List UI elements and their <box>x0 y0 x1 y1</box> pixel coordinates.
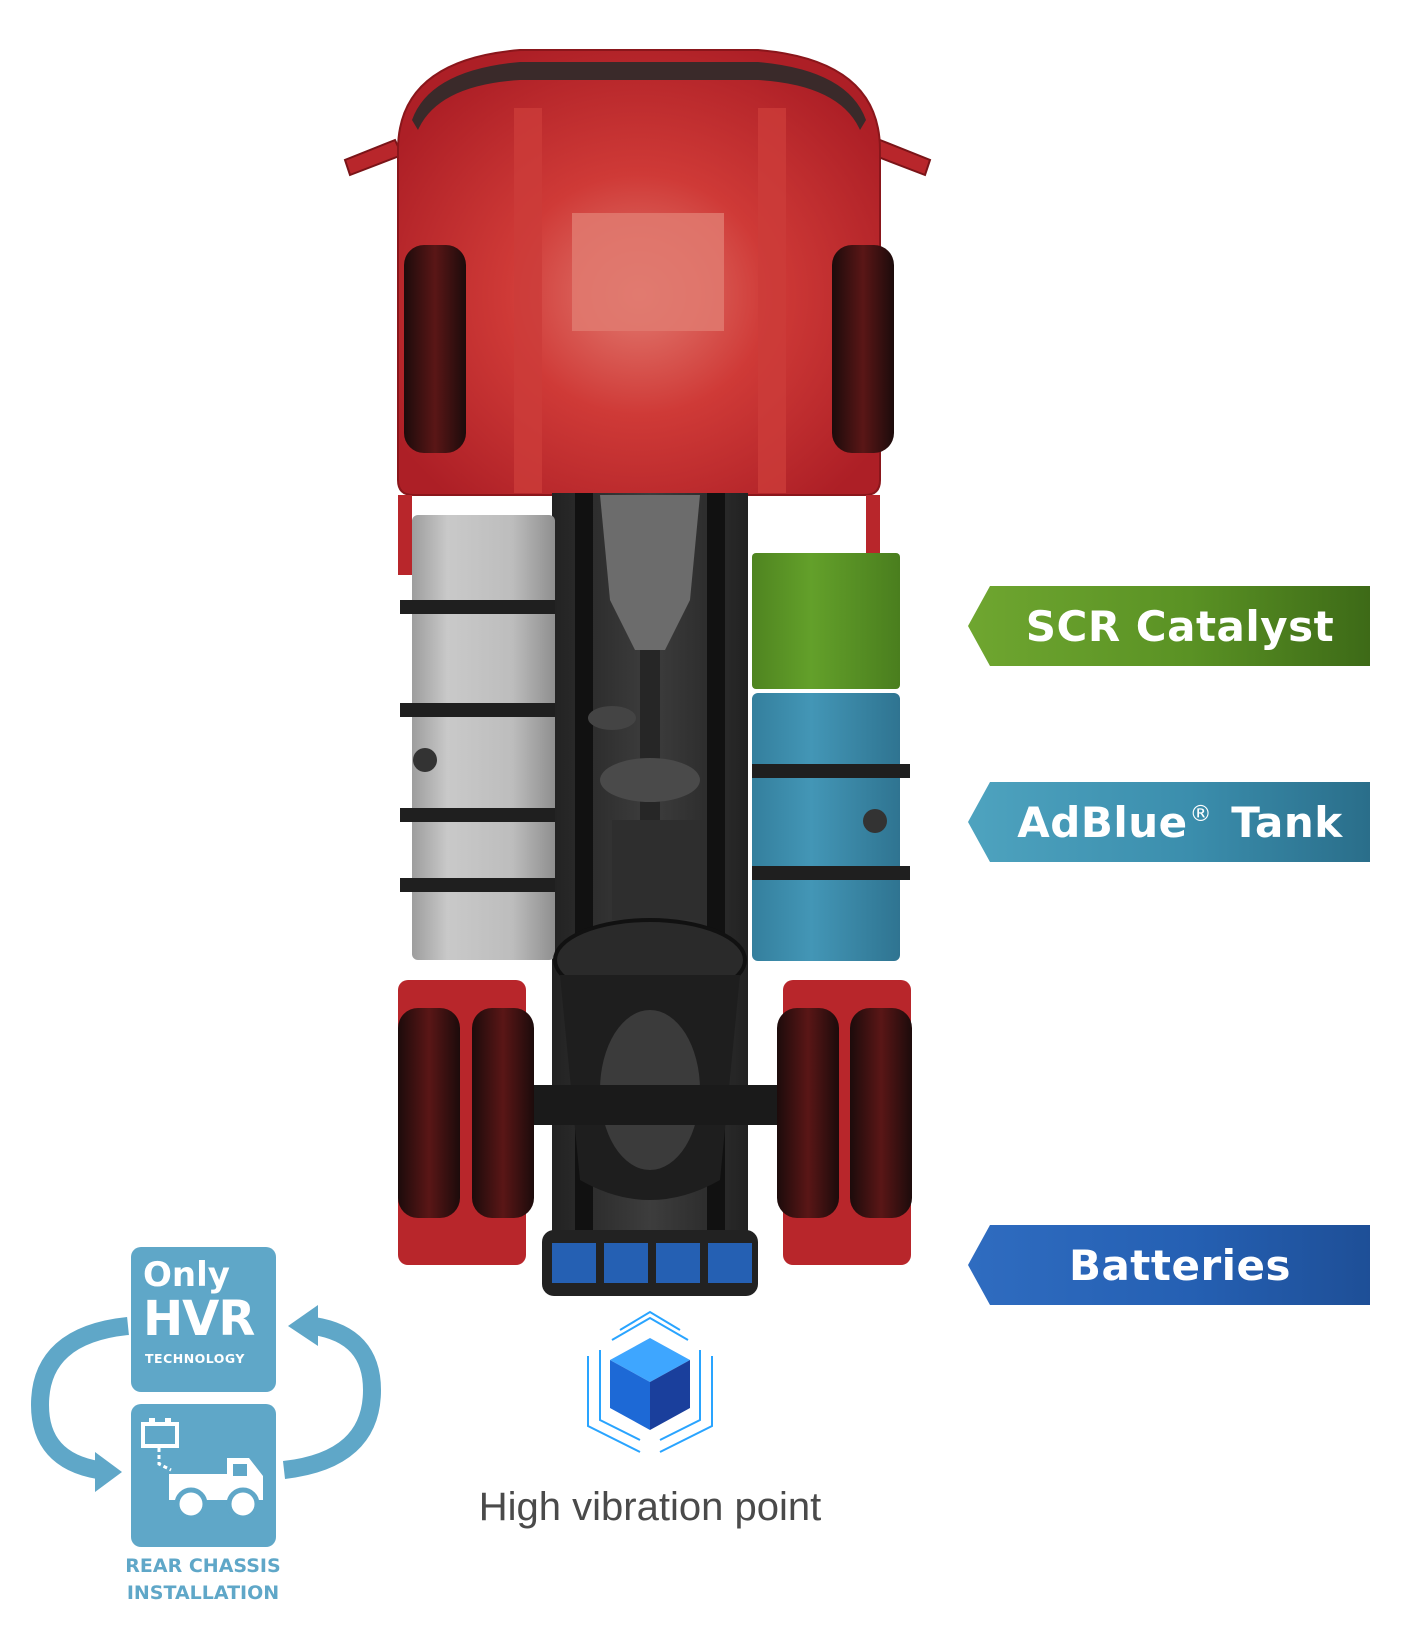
cab-stripe-left <box>514 108 542 493</box>
front-wheel-left <box>404 245 466 453</box>
rear-wheel-right-inner <box>850 1008 912 1218</box>
scr-catalyst-box <box>752 553 900 689</box>
rear-wheel-right-outer <box>777 1008 839 1218</box>
front-wheel-right <box>832 245 894 453</box>
fuel-tank-strap-1 <box>400 600 555 614</box>
fuel-cap <box>413 748 437 772</box>
driveshaft-block <box>612 820 702 920</box>
rear-axle <box>520 1085 790 1125</box>
vibration-wave <box>587 1356 641 1453</box>
vibration-wave <box>659 1350 701 1441</box>
windscreen <box>412 62 866 130</box>
adblue-tank-box <box>752 693 900 961</box>
cycle-arrows-icon <box>30 1305 382 1492</box>
rear-wheel-left-outer <box>398 1008 460 1218</box>
adblue-strap-1 <box>752 764 910 778</box>
rear-chassis-badge <box>131 1404 276 1547</box>
cube-left <box>610 1360 650 1430</box>
rear-caption-line2: INSTALLATION <box>126 1582 280 1604</box>
left-mirror <box>343 138 404 177</box>
vibration-wave <box>599 1350 641 1441</box>
vibration-wave <box>619 1310 681 1331</box>
fuel-tank <box>412 515 555 960</box>
cube-icon <box>587 1310 713 1453</box>
battery-cell-4 <box>708 1243 752 1283</box>
vibration-wave <box>659 1356 713 1453</box>
driveshaft-joint-2 <box>600 758 700 802</box>
adblue-tank-label: AdBlue® Tank <box>968 782 1370 862</box>
rear-caption-line1: REAR CHASSIS <box>125 1555 281 1577</box>
badge-hvr-text: HVR <box>143 1291 255 1347</box>
rear-wheel-left-inner <box>472 1008 534 1218</box>
fuel-tank-strap-2 <box>400 703 555 717</box>
batteries-label: Batteries <box>968 1225 1370 1305</box>
fuel-tank-strap-4 <box>400 878 555 892</box>
tank-word: Tank <box>1216 797 1343 847</box>
adblue-cap <box>863 809 887 833</box>
truck-icon <box>141 1418 263 1521</box>
battery-cell-2 <box>604 1243 648 1283</box>
badge-technology-text: TECHNOLOGY <box>145 1351 245 1366</box>
chassis-side-left <box>398 495 412 575</box>
cube-right <box>650 1360 690 1430</box>
battery-cell-1 <box>552 1243 596 1283</box>
rear-chassis-caption: REAR CHASSIS INSTALLATION <box>108 1553 298 1607</box>
roof-hatch <box>572 213 724 331</box>
vibration-wave <box>611 1316 689 1341</box>
adblue-strap-2 <box>752 866 910 880</box>
adblue-tank-text: AdBlue® Tank <box>995 798 1342 847</box>
battery-cell-3 <box>656 1243 700 1283</box>
scr-catalyst-label: SCR Catalyst <box>968 586 1370 666</box>
driveshaft-joint-1 <box>588 706 636 730</box>
batteries-text: Batteries <box>1068 1240 1292 1290</box>
fuel-tank-strap-3 <box>400 808 555 822</box>
registered-mark: ® <box>1189 801 1213 827</box>
right-mirror <box>871 138 932 177</box>
scr-catalyst-text: SCR Catalyst <box>1025 601 1335 651</box>
hvr-technology-badge: Only HVR TECHNOLOGY <box>131 1247 276 1392</box>
cab-stripe-right <box>758 108 786 493</box>
high-vibration-caption: High vibration point <box>478 1485 822 1529</box>
adblue-word: AdBlue <box>1017 797 1188 847</box>
badge-only-text: Only <box>143 1255 230 1295</box>
transmission <box>600 495 700 650</box>
